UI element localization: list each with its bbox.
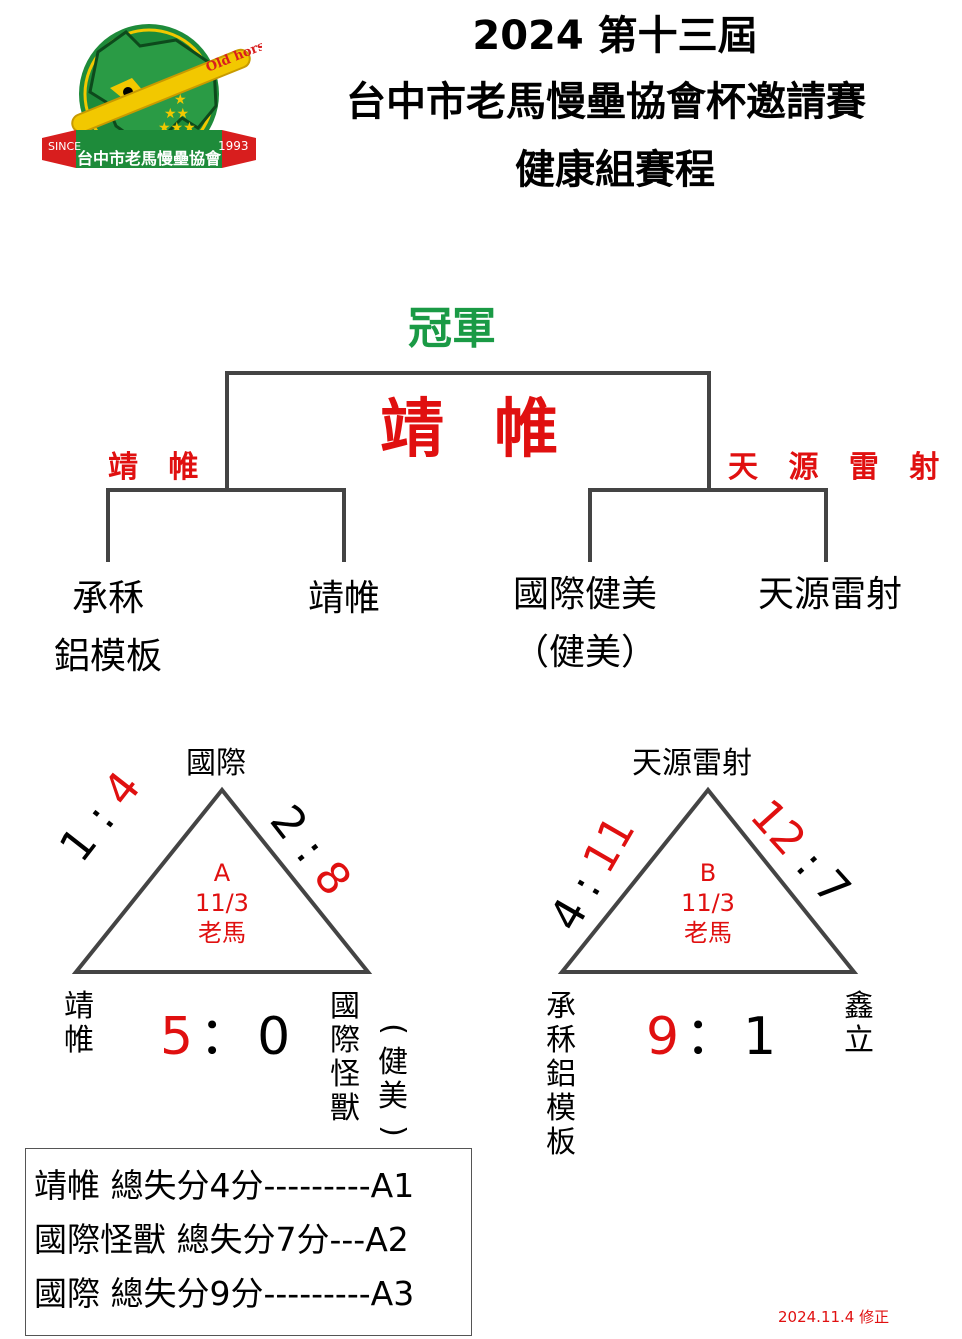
score-value: 0 [257, 1007, 291, 1067]
revision-note: 2024.11.4 修正 [778, 1308, 890, 1326]
bracket-team-4: 天源雷射 [757, 574, 902, 615]
team-char: 靖 [64, 989, 94, 1024]
note-char: ( [376, 1023, 411, 1035]
right-semifinal-winner: 天 源 雷 射 [728, 450, 950, 485]
group-a-date: 11/3 [195, 889, 249, 917]
svg-text:★★: ★★ [164, 106, 189, 122]
team-char: 怪 [330, 1057, 360, 1092]
group-a-info: A 11/3 老馬 [172, 858, 272, 948]
bracket-lines [106, 371, 828, 562]
team-char: 秝 [546, 1023, 576, 1058]
group-b-top-team: 天源雷射 [632, 746, 752, 781]
group-b-date: 11/3 [681, 889, 735, 917]
note-char: 健 [378, 1045, 408, 1080]
note-char: 美 [378, 1079, 408, 1114]
team-char: 立 [844, 1023, 874, 1058]
group-a-top-team: 國際 [186, 746, 246, 781]
title-line-1: 2024 第十三屆 [472, 13, 758, 59]
team-char: 帷 [64, 1023, 94, 1058]
team-char: 獸 [330, 1091, 360, 1126]
group-b-label: B [699, 859, 717, 887]
group-a-right-team-note: ( 健 美 ) [376, 1012, 411, 1148]
score-value: 9 [646, 1007, 680, 1067]
left-semifinal-winner: 靖 帷 [108, 450, 209, 485]
score-value: 5 [160, 1007, 194, 1067]
team-char: 模 [546, 1091, 576, 1126]
group-a-right-team: 國 際 怪 獸 [328, 990, 362, 1126]
standings-box: 靖帷 總失分4分---------A1 國際怪獸 總失分7分---A2 國際 總… [25, 1148, 472, 1336]
team-char: 國 [330, 989, 360, 1024]
svg-text:SINCE: SINCE [48, 140, 81, 153]
team-3-line-1: 國際健美 [512, 574, 657, 615]
group-a-bottom-score: 5：0 [160, 994, 290, 1069]
svg-text:★: ★ [174, 92, 187, 108]
champion-name: 靖 帷 [380, 393, 573, 467]
group-b-left-team: 承 秝 鋁 模 板 [544, 990, 578, 1160]
bracket-team-1: 承秝 鋁模板 [28, 570, 188, 686]
group-a-venue: 老馬 [198, 919, 246, 947]
score-separator: ： [199, 1007, 252, 1067]
group-b-bottom-score: 9：1 [646, 994, 776, 1069]
group-b-info: B 11/3 老馬 [658, 858, 758, 948]
group-b-right-team: 鑫 立 [842, 990, 876, 1058]
score-value: 1 [743, 1007, 777, 1067]
group-a-triangle [71, 786, 859, 974]
note-char: ) [376, 1125, 411, 1137]
team-char: 承 [546, 989, 576, 1024]
team-char: 鑫 [844, 989, 874, 1024]
team-char: 際 [330, 1023, 360, 1058]
title-line-3: 健康組賽程 [515, 147, 715, 193]
bracket-team-2: 靖帷 [307, 578, 380, 619]
standings-row: 國際 總失分9分---------A3 [34, 1274, 415, 1313]
group-b-venue: 老馬 [684, 919, 732, 947]
group-a-left-team: 靖 帷 [62, 990, 96, 1058]
title-line-2: 台中市老馬慢壘協會杯邀請賽 [346, 79, 866, 125]
svg-text:1993: 1993 [218, 139, 249, 153]
team-char: 鋁 [546, 1057, 576, 1092]
champion-label: 冠軍 [408, 303, 496, 354]
bracket-team-3: 國際健美 （健美） [480, 566, 690, 682]
score-separator: ： [685, 1007, 738, 1067]
svg-text:台中市老馬慢壘協會: 台中市老馬慢壘協會 [77, 149, 222, 168]
standings-row: 國際怪獸 總失分7分---A2 [34, 1220, 409, 1259]
group-a-label: A [213, 859, 231, 887]
team-1-line-2: 鋁模板 [53, 636, 162, 677]
standings-row: 靖帷 總失分4分---------A1 [34, 1166, 415, 1205]
team-char: 板 [546, 1125, 576, 1160]
team-3-line-2: （健美） [512, 632, 657, 673]
team-1-line-1: 承秝 [71, 578, 144, 619]
